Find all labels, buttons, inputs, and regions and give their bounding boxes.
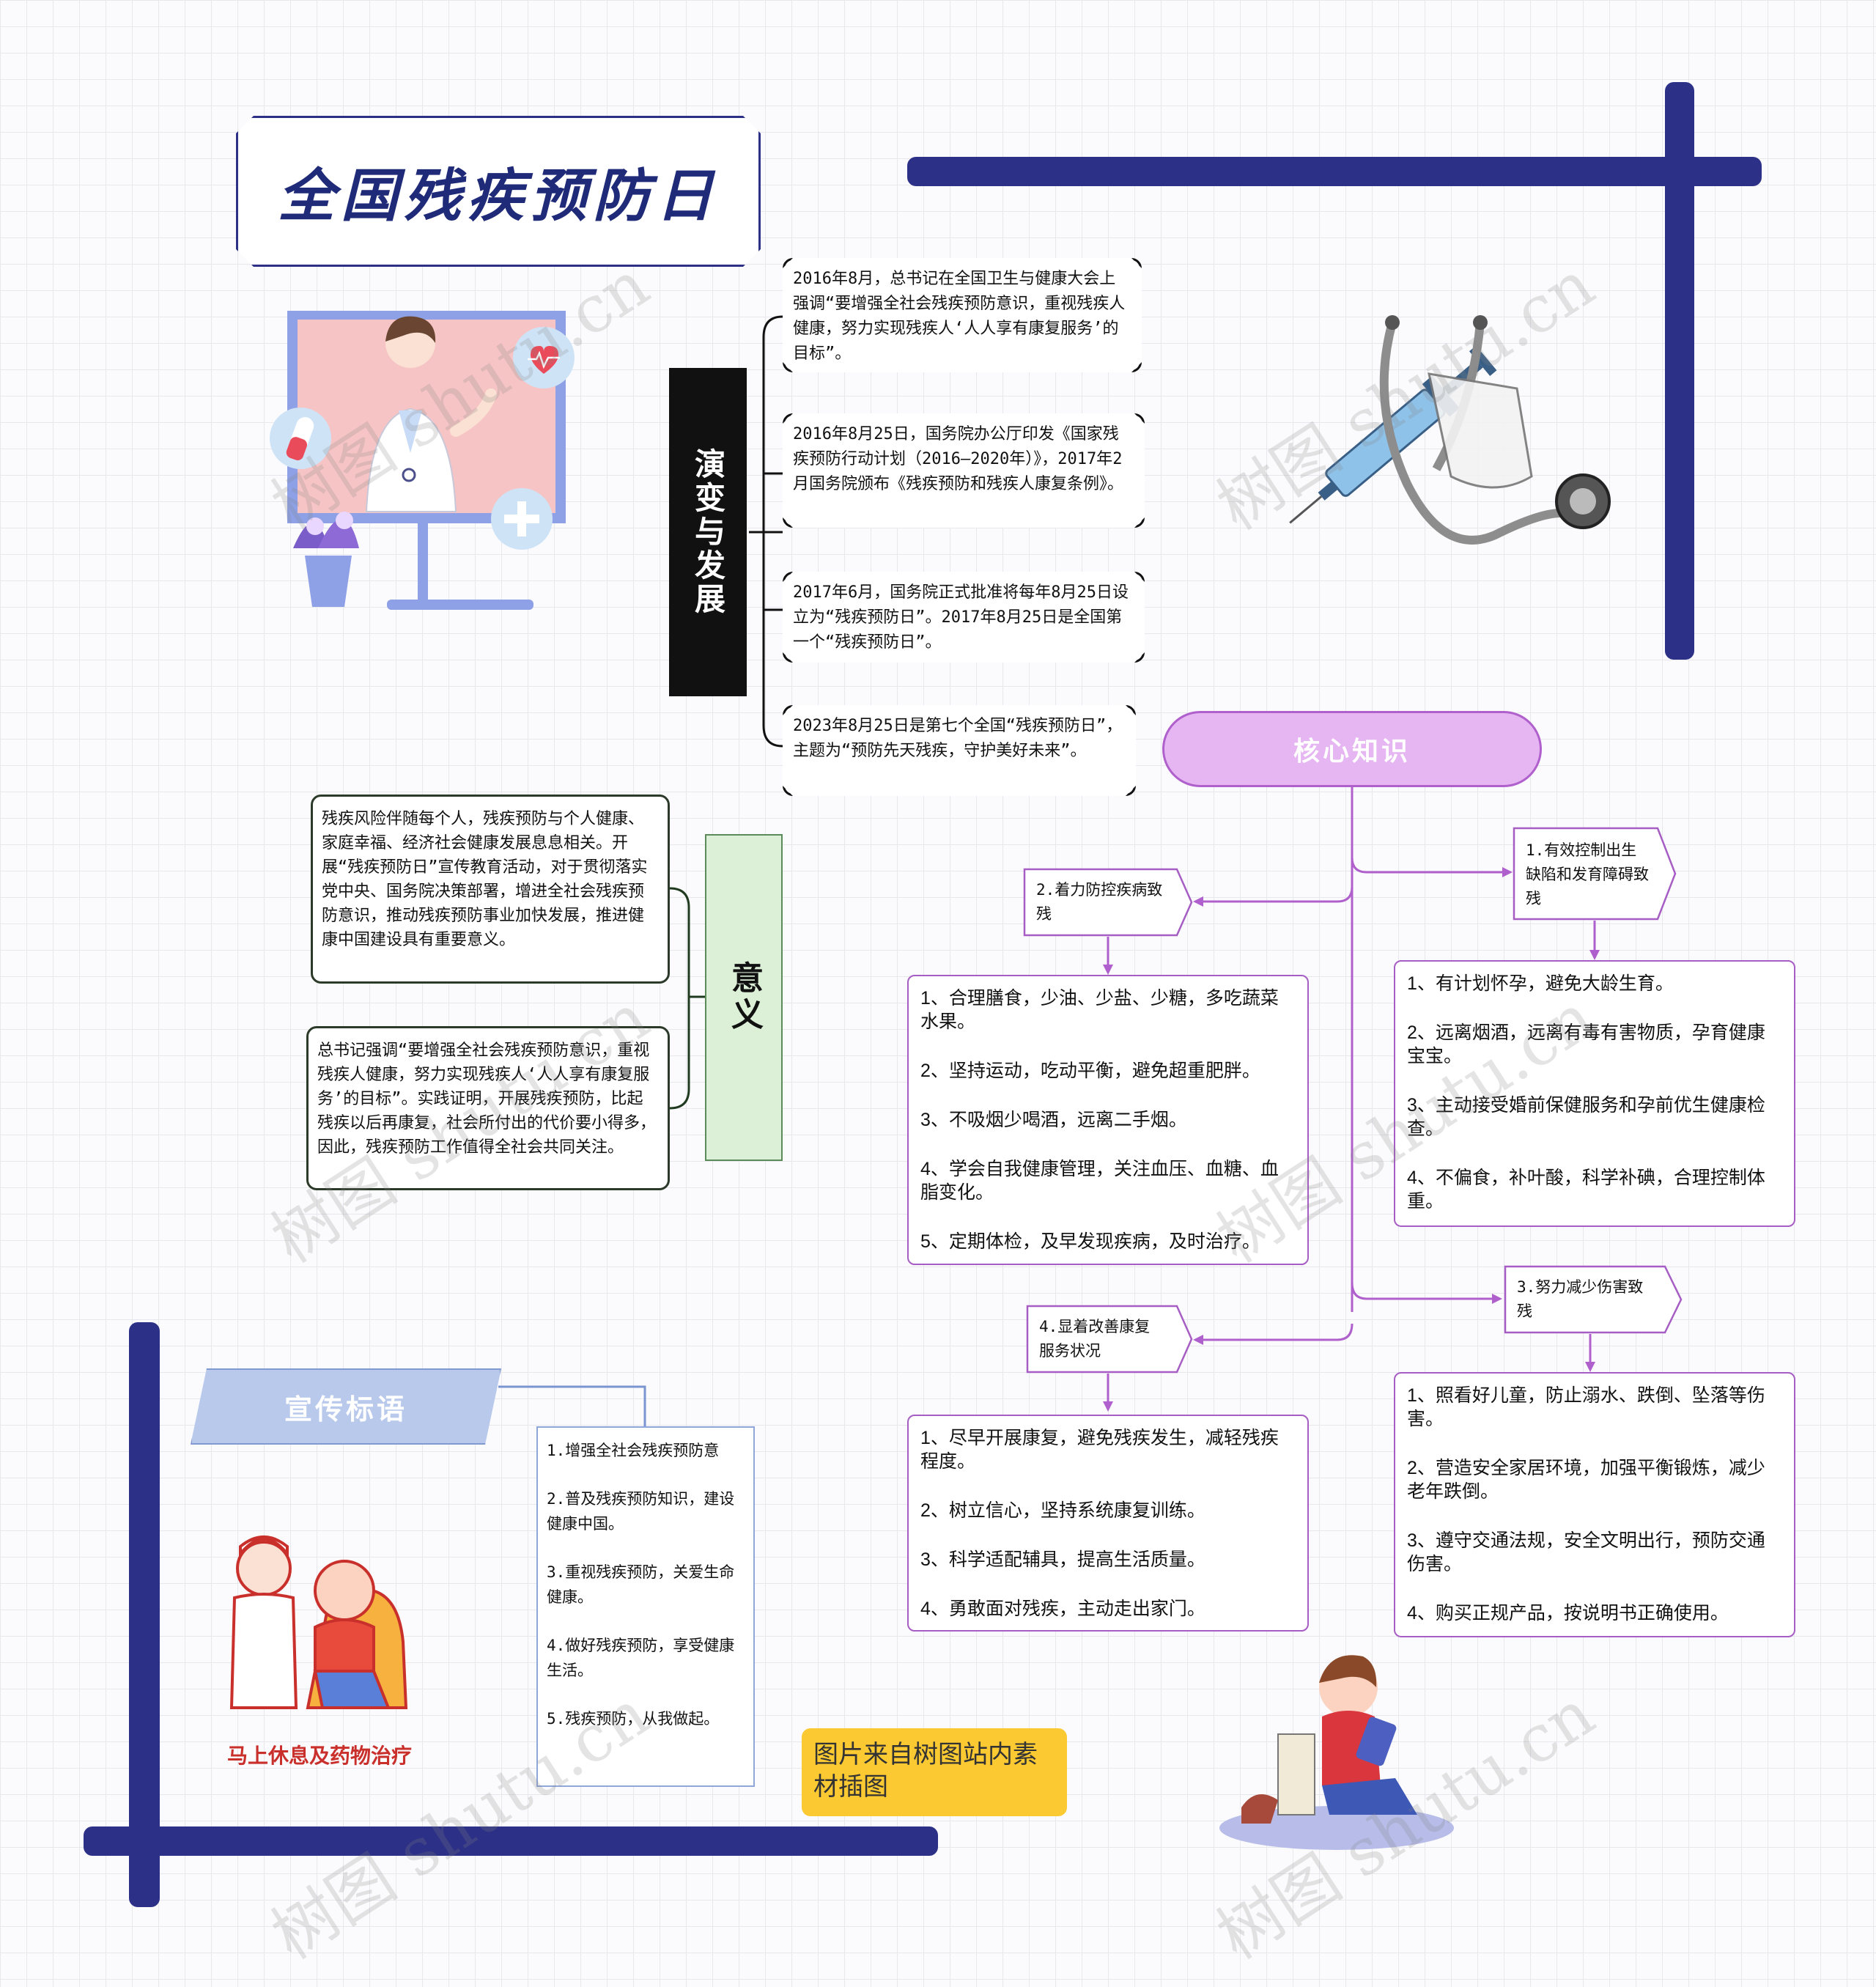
syringe-stethoscope-illustration bbox=[1260, 293, 1627, 601]
meaning-item-2: 总书记强调“要增强全社会残疾预防意识，重视残疾人健康，努力实现残疾人‘人人享有康… bbox=[306, 1026, 670, 1190]
sub2-item-3: 3、不吸烟少喝酒，远离二手烟。 bbox=[920, 1108, 1296, 1132]
slogan-item-1: 1.增强全社会残疾预防意 bbox=[547, 1438, 745, 1463]
core-sub2-label: 2.着力防控疾病致残 bbox=[1026, 871, 1177, 934]
sub2-details: 1、合理膳食，少油、少盐、少糖，多吃蔬菜水果。 2、坚持运动，吃动平衡，避免超重… bbox=[907, 975, 1309, 1265]
slogan-list: 1.增强全社会残疾预防意 2.普及残疾预防知识，建设健康中国。 3.重视残疾预防… bbox=[536, 1426, 755, 1787]
slogan-heading: 宣传标语 bbox=[191, 1368, 501, 1445]
sub4-item-2: 2、树立信心，坚持系统康复训练。 bbox=[920, 1499, 1296, 1522]
sub2-item-2: 2、坚持运动，吃动平衡，避免超重肥胖。 bbox=[920, 1059, 1296, 1083]
illustration-caption: 马上休息及药物治疗 bbox=[202, 1740, 437, 1769]
slogan-item-4: 4.做好残疾预防，享受健康生活。 bbox=[547, 1633, 745, 1683]
sub4-item-1: 1、尽早开展康复，避免残疾发生，减轻残疾程度。 bbox=[920, 1426, 1296, 1473]
sub4-item-3: 3、科学适配辅具，提高生活质量。 bbox=[920, 1548, 1296, 1571]
sub1-item-3: 3、主动接受婚前保健服务和孕前优生健康检查。 bbox=[1407, 1094, 1782, 1140]
sub4-item-4: 4、勇敢面对残疾，主动走出家门。 bbox=[920, 1597, 1296, 1621]
core-knowledge-node: 核心知识 bbox=[1162, 711, 1542, 787]
sub4-details: 1、尽早开展康复，避免残疾发生，减轻残疾程度。 2、树立信心，坚持系统康复训练。… bbox=[907, 1415, 1309, 1632]
reading-boy-illustration bbox=[1219, 1632, 1454, 1851]
evolution-item-2: 2016年8月25日，国务院办公厅印发《国家残疾预防行动计划（2016—2020… bbox=[783, 413, 1145, 528]
branch-evolution-label: 演变与发展 bbox=[669, 368, 747, 696]
sub2-item-4: 4、学会自我健康管理，关注血压、血糖、血脂变化。 bbox=[920, 1157, 1296, 1204]
sub3-item-1: 1、照看好儿童，防止溺水、跌倒、坠落等伤害。 bbox=[1407, 1384, 1782, 1431]
sub2-item-5: 5、定期体检，及早发现疾病，及时治疗。 bbox=[920, 1230, 1296, 1253]
sub1-details: 1、有计划怀孕，避免大龄生育。 2、远离烟酒，远离有毒有害物质，孕育健康宝宝。 … bbox=[1394, 960, 1795, 1227]
slogan-item-2: 2.普及残疾预防知识，建设健康中国。 bbox=[547, 1486, 745, 1536]
nurse-patient-illustration bbox=[220, 1525, 440, 1730]
core-sub3-label: 3.努力减少伤害致残 bbox=[1507, 1268, 1665, 1331]
sub3-item-4: 4、购买正规产品，按说明书正确使用。 bbox=[1407, 1601, 1782, 1625]
evolution-item-1: 2016年8月，总书记在全国卫生与健康大会上强调“要增强全社会残疾预防意识，重视… bbox=[783, 258, 1142, 372]
sub3-details: 1、照看好儿童，防止溺水、跌倒、坠落等伤害。 2、营造安全家居环境，加强平衡锻炼… bbox=[1394, 1372, 1795, 1637]
sub3-item-3: 3、遵守交通法规，安全文明出行，预防交通伤害。 bbox=[1407, 1529, 1782, 1576]
sub2-item-1: 1、合理膳食，少油、少盐、少糖，多吃蔬菜水果。 bbox=[920, 987, 1296, 1033]
doctor-monitor-illustration bbox=[264, 306, 579, 622]
meaning-item-1: 残疾风险伴随每个人，残疾预防与个人健康、家庭幸福、经济社会健康发展息息相关。开展… bbox=[311, 795, 670, 984]
slogan-item-5: 5.残疾预防，从我做起。 bbox=[547, 1706, 745, 1731]
sub1-item-2: 2、远离烟酒，远离有毒有害物质，孕育健康宝宝。 bbox=[1407, 1021, 1782, 1068]
page-title: 全国残疾预防日 bbox=[236, 116, 761, 267]
sub3-item-2: 2、营造安全家居环境，加强平衡锻炼，减少老年跌倒。 bbox=[1407, 1456, 1782, 1503]
core-sub4-label: 4.显着改善康复服务状况 bbox=[1029, 1308, 1175, 1371]
evolution-item-4: 2023年8月25日是第七个全国“残疾预防日”，主题为“预防先天残疾，守护美好未… bbox=[783, 705, 1136, 796]
sub1-item-1: 1、有计划怀孕，避免大龄生育。 bbox=[1407, 972, 1782, 995]
sub1-item-4: 4、不偏食，补叶酸，科学补碘，合理控制体重。 bbox=[1407, 1166, 1782, 1213]
slogan-item-3: 3.重视残疾预防，关爱生命健康。 bbox=[547, 1560, 745, 1610]
image-credit-note: 图片来自树图站内素材插图 bbox=[802, 1728, 1067, 1816]
evolution-item-3: 2017年6月，国务院正式批准将每年8月25日设立为“残疾预防日”。2017年8… bbox=[783, 572, 1145, 663]
core-sub1-label: 1.有效控制出生缺陷和发育障碍致残 bbox=[1515, 831, 1659, 918]
branch-meaning-label: 意义 bbox=[705, 834, 783, 1161]
